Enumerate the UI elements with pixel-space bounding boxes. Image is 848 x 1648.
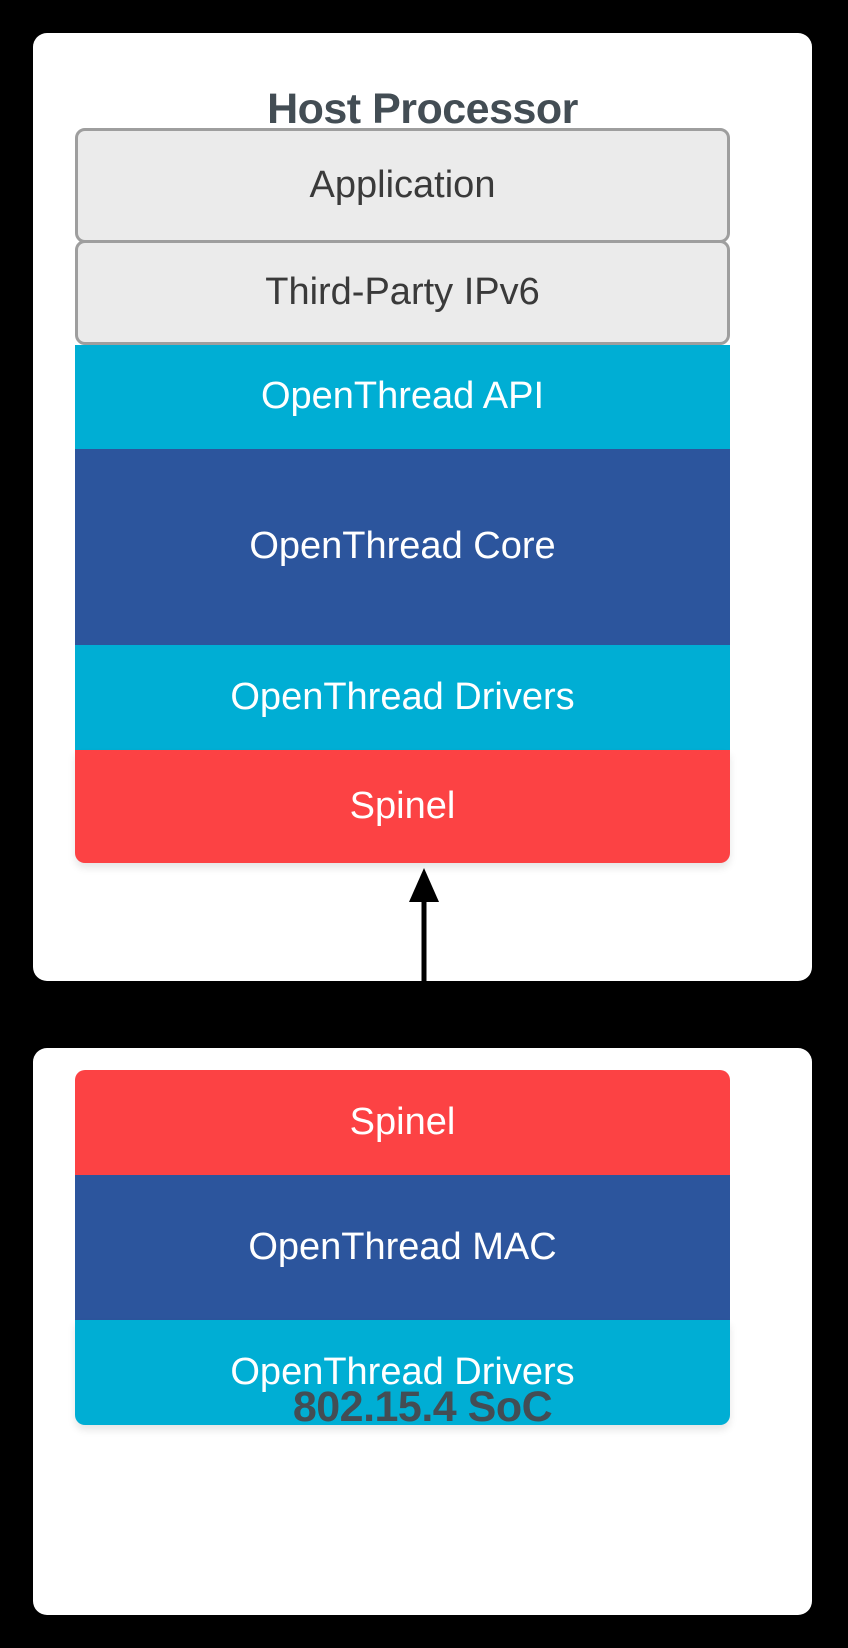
layer-openthread-drivers-soc-label: OpenThread Drivers [230, 1350, 575, 1393]
layer-application-label: Application [309, 163, 496, 206]
layer-openthread-drivers-host[interactable]: OpenThread Drivers [75, 645, 730, 750]
panel-host-processor: Host Processor Application Third-Party I… [33, 33, 812, 981]
layer-third-party-ipv6-label: Third-Party IPv6 [265, 270, 540, 313]
layer-spinel-soc[interactable]: Spinel [75, 1070, 730, 1175]
layer-spinel-host[interactable]: Spinel [75, 750, 730, 863]
layer-openthread-core[interactable]: OpenThread Core [75, 449, 730, 645]
layer-spinel-soc-label: Spinel [349, 1100, 456, 1143]
layer-openthread-drivers-host-label: OpenThread Drivers [230, 675, 575, 718]
layer-openthread-core-label: OpenThread Core [249, 525, 556, 568]
layer-openthread-mac-label: OpenThread MAC [248, 1225, 557, 1268]
layer-openthread-drivers-soc[interactable]: OpenThread Drivers [75, 1320, 730, 1425]
layer-openthread-api-label: OpenThread API [260, 375, 545, 418]
layer-openthread-api[interactable]: OpenThread API [75, 345, 730, 449]
layer-openthread-mac[interactable]: OpenThread MAC [75, 1175, 730, 1320]
layer-stack-soc: Spinel OpenThread MAC OpenThread Drivers [75, 1070, 730, 1425]
panel-host-processor-caption: Host Processor [267, 85, 578, 133]
layer-stack-host: Application Third-Party IPv6 OpenThread … [75, 128, 730, 863]
panel-802-15-4-soc: Spinel OpenThread MAC OpenThread Drivers… [33, 1048, 812, 1615]
panel-802-15-4-soc-caption: 802.15.4 SoC [292, 1383, 553, 1431]
layer-spinel-host-label: Spinel [349, 784, 456, 827]
layer-application[interactable]: Application [75, 128, 730, 243]
layer-third-party-ipv6[interactable]: Third-Party IPv6 [75, 240, 730, 345]
